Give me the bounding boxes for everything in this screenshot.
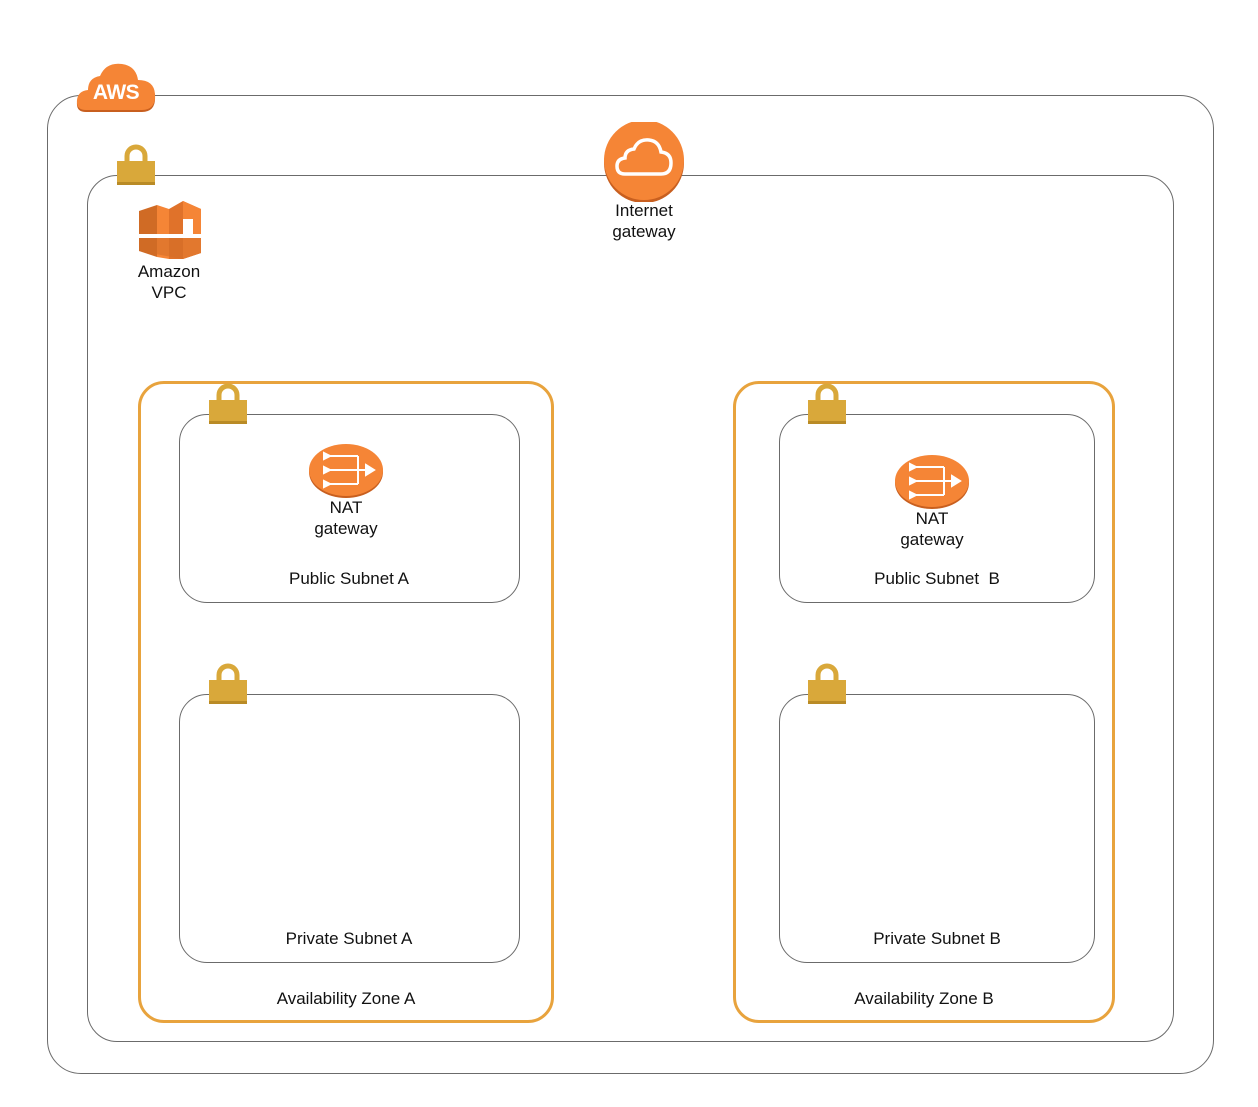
- igw-label-line1: Internet: [615, 201, 673, 220]
- private-subnet-b-lock-icon: [808, 661, 846, 705]
- public-subnet-a: [179, 414, 520, 603]
- availability-zone-b-label: Availability Zone B: [854, 989, 994, 1008]
- nat-gateway-a-label: NAT gateway: [296, 497, 396, 539]
- public-subnet-b-label: Public Subnet B: [874, 569, 1000, 588]
- availability-zone-a-label: Availability Zone A: [276, 989, 416, 1008]
- private-subnet-a-label: Private Subnet A: [285, 929, 413, 948]
- igw-label-line2: gateway: [612, 222, 676, 241]
- amazon-vpc-icon: [139, 201, 201, 261]
- nat-a-label-line1: NAT: [329, 498, 363, 517]
- nat-b-label-line1: NAT: [915, 509, 949, 528]
- nat-gateway-b-label: NAT gateway: [882, 508, 982, 550]
- vpc-label-line1: Amazon: [137, 262, 201, 281]
- nat-a-label-line2: gateway: [314, 519, 378, 538]
- public-subnet-a-label: Public Subnet A: [288, 569, 410, 588]
- amazon-vpc-label: Amazon VPC: [129, 261, 209, 303]
- nat-gateway-a-icon: [308, 443, 384, 499]
- public-subnet-b: [779, 414, 1095, 603]
- public-subnet-b-lock-icon: [808, 381, 846, 425]
- availability-zone-b: [733, 381, 1115, 1023]
- private-subnet-b: [779, 694, 1095, 963]
- availability-zone-a: [138, 381, 554, 1023]
- private-subnet-a-lock-icon: [209, 661, 247, 705]
- vpc-lock-icon: [117, 142, 155, 186]
- internet-gateway-icon: [603, 120, 685, 203]
- aws-cloud-container: [47, 95, 1214, 1074]
- internet-gateway-label: Internet gateway: [594, 200, 694, 242]
- public-subnet-a-lock-icon: [209, 381, 247, 425]
- nat-gateway-b-icon: [894, 454, 970, 510]
- aws-cloud-icon: AWS: [76, 60, 156, 116]
- nat-b-label-line2: gateway: [900, 530, 964, 549]
- aws-badge-text: AWS: [92, 81, 140, 104]
- private-subnet-b-label: Private Subnet B: [873, 929, 1001, 948]
- private-subnet-a: [179, 694, 520, 963]
- vpc-label-line2: VPC: [151, 283, 187, 302]
